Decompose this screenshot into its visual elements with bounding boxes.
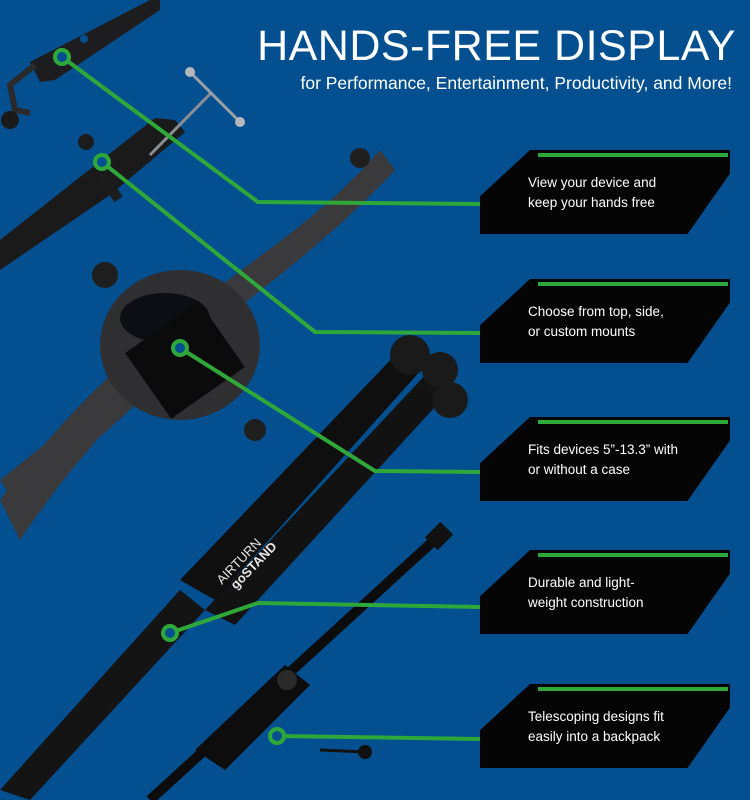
pointer-dot-5 [268,727,286,745]
pointer-dot-3 [171,339,189,357]
callout-accent-bar [538,420,728,424]
connector-line-3 [178,346,481,474]
callout-line: Choose from top, side, [528,304,664,319]
connector-line-4 [169,600,481,635]
callout-line: weight construction [528,595,644,610]
feature-callout: Telescoping designs fit easily into a ba… [480,684,730,768]
callout-line: or without a case [528,462,631,477]
callout-line: Fits devices 5”-13.3” with [528,442,679,457]
pointer-dot-4 [161,624,179,642]
tripod-legs [0,335,468,800]
pointer-dot-2 [93,153,111,171]
callout-text: Fits devices 5”-13.3” with or without a … [528,440,718,480]
feature-callout: View your device and keep your hands fre… [480,150,730,234]
pointer-dot-1 [53,48,71,66]
callout-line: View your device and [528,175,657,190]
callout-line: keep your hands free [528,195,655,210]
boom-pole [146,521,454,800]
callout-text: Durable and light- weight construction [528,573,718,613]
connector-lines [60,55,481,741]
callout-accent-bar [538,153,728,157]
callout-line: Telescoping designs fit [528,709,664,724]
callout-accent-bar [538,553,728,557]
callout-text: Telescoping designs fit easily into a ba… [528,707,718,747]
callout-accent-bar [538,282,728,286]
pointer-dots [53,48,286,745]
side-clamp [0,67,245,270]
connector-line-1 [60,55,481,206]
feature-callout: Fits devices 5”-13.3” with or without a … [480,417,730,501]
callout-text: Choose from top, side, or custom mounts [528,302,718,342]
callout-line: Durable and light- [528,575,635,590]
feature-callout: Durable and light- weight construction [480,550,730,634]
callout-accent-bar [538,687,728,691]
page-subtitle: for Performance, Entertainment, Producti… [300,73,732,93]
callout-text: View your device and keep your hands fre… [528,173,718,213]
callout-line: easily into a backpack [528,729,661,744]
connector-line-2 [100,160,481,335]
feature-callout: Choose from top, side, or custom mounts [480,279,730,363]
page-title: HANDS-FREE DISPLAY [257,22,736,70]
callout-line: or custom mounts [528,324,636,339]
connector-line-5 [276,734,481,741]
